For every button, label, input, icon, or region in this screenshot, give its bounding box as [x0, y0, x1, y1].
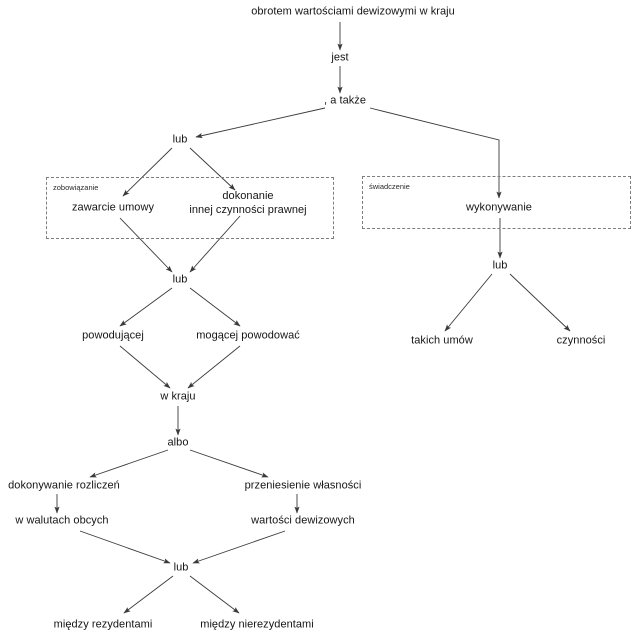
node-lub4: lub — [173, 561, 189, 574]
edge-powodujacej-to-wkraju — [119, 345, 171, 389]
edge-mogacej-to-wkraju — [187, 345, 241, 389]
group-box-zobowiazanie — [46, 177, 334, 239]
node-root: obrotem wartościami dewizowymi w kraju — [251, 5, 455, 18]
node-dokonywanie: dokonywanie rozliczeń — [8, 479, 120, 492]
node-nierezydentami: między nierezydentami — [200, 618, 314, 631]
edge-lub4-to-nierezydentami — [189, 575, 240, 614]
edge-albo-to-dokonywanie — [89, 449, 169, 478]
node-jest: jest — [331, 51, 349, 64]
node-powodujacej: powodującej — [82, 329, 144, 342]
edge-waluty-to-lub4 — [79, 530, 171, 564]
edge-lub3-to-czynnosci — [509, 273, 571, 332]
node-czynnosci: czynności — [556, 334, 606, 347]
group-label-swiadczenie: świadczenie — [369, 182, 410, 191]
node-wkraju: w kraju — [160, 390, 196, 403]
node-atakze: , a także — [323, 94, 367, 107]
edge-wartosci-to-lub4 — [192, 530, 286, 564]
node-zawarcie: zawarcie umowy — [71, 201, 155, 214]
edge-lub2-to-powodujacej — [119, 287, 173, 327]
node-wartosci: wartości dewizowych — [251, 514, 355, 527]
node-takich: takich umów — [411, 334, 473, 347]
edge-atakze-to-lub1 — [195, 107, 326, 139]
group-label-zobowiazanie: zobowiązanie — [53, 183, 99, 192]
node-lub2: lub — [172, 273, 188, 286]
edge-lub4-to-rezydentami — [123, 575, 174, 614]
group-box-swiadczenie — [362, 176, 631, 229]
node-rezydentami: między rezydentami — [53, 618, 153, 631]
edge-lub3-to-takich — [444, 273, 493, 332]
node-waluty: w walutach obcych — [15, 514, 109, 527]
node-lub1: lub — [172, 133, 188, 146]
node-albo: albo — [167, 436, 189, 449]
node-przeniesienie: przeniesienie własności — [244, 479, 362, 492]
node-lub3: lub — [492, 259, 508, 272]
edge-albo-to-przeniesienie — [189, 449, 269, 478]
node-wykonywanie: wykonywanie — [466, 201, 532, 214]
node-mogacej: mogącej powodować — [196, 329, 300, 342]
edge-lub2-to-mogacej — [189, 287, 241, 327]
